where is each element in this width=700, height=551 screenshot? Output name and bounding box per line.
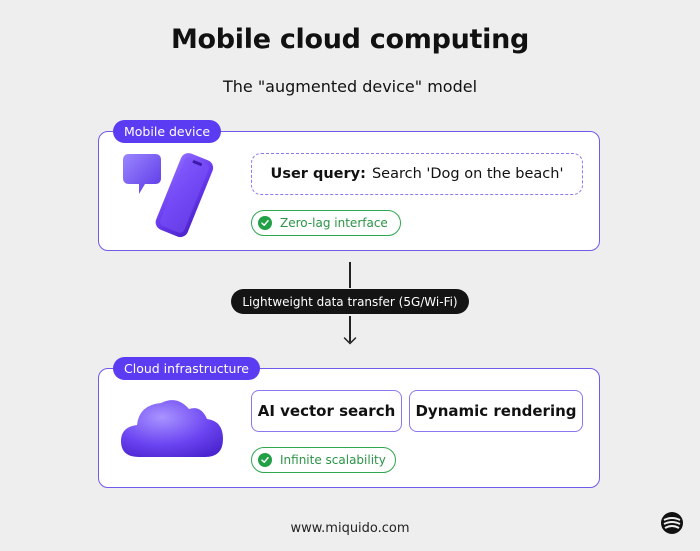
- cloud-icon: [121, 400, 223, 457]
- user-query-label: User query:: [270, 166, 366, 182]
- check-icon: [258, 453, 272, 467]
- zero-lag-label: Zero-lag interface: [280, 216, 388, 230]
- infinite-scalability-badge: Infinite scalability: [251, 447, 396, 473]
- connector-line-top: [349, 262, 351, 288]
- cloud-infrastructure-tag: Cloud infrastructure: [113, 357, 260, 380]
- footer-url: www.miquido.com: [290, 521, 410, 536]
- phone-icon: [155, 153, 214, 238]
- mobile-device-panel: Mobile device User query: Search 'Dog on…: [98, 120, 600, 251]
- user-query-box: User query: Search 'Dog on the beach': [251, 153, 583, 195]
- connector-line-bottom: [349, 316, 351, 342]
- dynamic-rendering-box: Dynamic rendering: [409, 390, 583, 432]
- check-icon: [258, 216, 272, 230]
- user-query-text: Search 'Dog on the beach': [371, 166, 564, 182]
- zero-lag-badge: Zero-lag interface: [251, 210, 401, 236]
- miquido-logo-icon: [661, 512, 683, 534]
- page-subtitle: The "augmented device" model: [222, 77, 478, 96]
- cloud-infrastructure-panel: Cloud infrastructure AI vector search Dy…: [98, 357, 600, 488]
- ai-vector-search-box: AI vector search: [251, 390, 402, 432]
- arrow-down-icon: [343, 337, 357, 345]
- chat-bubble-icon: [123, 154, 161, 194]
- data-transfer-pill: Lightweight data transfer (5G/Wi-Fi): [231, 289, 469, 314]
- infinite-scalability-label: Infinite scalability: [280, 453, 386, 467]
- page-title: Mobile cloud computing: [170, 24, 530, 55]
- mobile-device-tag: Mobile device: [113, 120, 222, 143]
